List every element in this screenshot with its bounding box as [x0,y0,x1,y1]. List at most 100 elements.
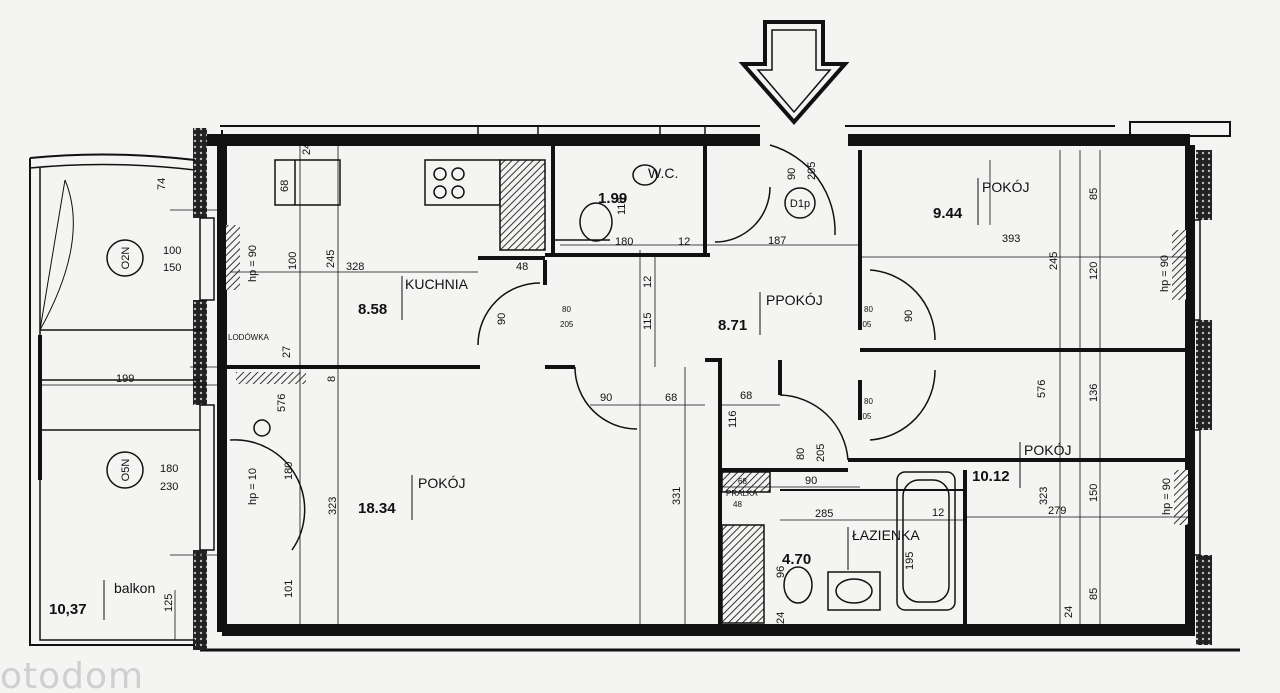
dimension-label: 24 [1063,606,1075,618]
dimension-label: hp = 10 [247,468,259,505]
dimension-label: 115 [642,312,654,330]
dimension-label: 205 [815,444,827,462]
wall-segment [1196,150,1212,220]
kitchen-fixtures [274,159,546,251]
room-name-wc: W.C. [648,165,678,181]
dimension-label: 90 [805,475,817,487]
room-name-pokoj-se: POKÓJ [1024,442,1071,458]
balcony [29,153,196,646]
dimension-label: 12 [932,507,944,519]
dimension-label: 180 [160,463,178,475]
dimension-label: 323 [1038,487,1050,505]
wall-segment [193,128,207,218]
dimension-label: 136 [1088,384,1100,402]
dimension-label: hp = 90 [1161,478,1173,515]
dimension-label: 90 [600,392,612,404]
room-area-pokoj-main: 18.34 [358,500,396,517]
radiator [1172,230,1186,300]
dimension-label: 68 [740,390,752,402]
fridge-label: LODÓWKA [228,333,270,342]
dimension-label: 12 [642,276,654,288]
dimension-label: 68 [665,392,677,404]
dimension-label: 180 [615,236,633,248]
wall-segment [1129,121,1231,137]
dimension-label: 116 [727,410,739,428]
dimension-label: 245 [325,250,337,268]
dimension-label: 328 [346,261,364,273]
dimension-label: hp = 90 [247,245,259,282]
door-swings [40,144,936,551]
dimension-label: 24 [301,143,313,155]
room-name-balkon: balkon [114,580,155,596]
dimension-label: 195 [904,552,916,570]
room-area-wc: 1.99 [598,190,627,207]
window-tag-o5n-label: O5N [120,459,132,482]
wall-segment [193,550,207,650]
dimension-label: 80 [562,305,571,314]
dimension-label: hp = 90 [1159,255,1171,292]
windows [199,125,1201,556]
room-area-kuchnia: 8.58 [358,301,387,318]
dimension-label: 85 [1088,188,1100,200]
dimension-label: 27 [281,346,293,358]
dimension-label: 150 [163,262,181,274]
room-area-przedpokoj: 8.71 [718,317,747,334]
watermark: otodom [0,656,144,693]
radiator [1174,470,1188,525]
door-tag-d1p-label: D1p [790,198,810,210]
dimension-label: 74 [156,178,168,190]
dimension-label: 85 [1088,588,1100,600]
window-tag-o2n [106,239,144,277]
dimension-label: 323 [327,497,339,515]
window-tag-o5n [106,451,144,489]
dimension-label: 48 [516,261,528,273]
dimension-label: 80 [864,305,873,314]
radiator [226,225,240,290]
dimension-label: 100 [163,245,181,257]
dimension-label: 90 [496,313,508,325]
dimension-label: 80 [795,448,807,460]
dimension-label: 245 [1048,252,1060,270]
dimension-label: 101 [283,580,295,598]
room-name-przedpokoj: PPOKÓJ [766,292,823,308]
room-area-pokoj-se: 10.12 [972,468,1010,485]
label-leaders [103,178,1021,620]
dimension-label: 180 [283,462,295,480]
bathroom-fixtures [721,471,956,624]
dimension-labels: 74 24 68 100 245 328 48 100 150 hp = 90 … [116,143,1173,624]
dimension-label: 118 [616,197,628,215]
dimension-label: 205 [858,412,872,421]
entrance-arrow-icon [738,20,850,126]
dimension-label: 68 [738,477,747,486]
dimension-label: 100 [287,252,299,270]
door-tag-d1p [784,187,816,219]
dimension-label: 120 [1088,262,1100,280]
dimension-label: 285 [815,508,833,520]
dimension-label: 230 [160,481,178,493]
pipe-icon [253,419,271,437]
room-area-pokoj-ne: 9.44 [933,205,963,222]
room-name-kuchnia: KUCHNIA [405,276,469,292]
dimension-label: 125 [163,594,175,612]
dimension-label: 90 [786,168,798,180]
dimension-label: 279 [1048,505,1066,517]
dimension-lines [40,140,1190,640]
wall-segment [193,300,207,405]
dimension-label: 576 [276,394,288,412]
dimension-label: 96 [775,566,787,578]
wall-segment [1196,555,1212,645]
room-name-pokoj-main: POKÓJ [418,475,465,491]
dimension-label: 187 [768,235,786,247]
dimension-label: 90 [903,310,915,322]
room-area-balkon: 10,37 [49,601,87,618]
wall-segment [1196,320,1212,430]
radiator [236,372,306,384]
dimension-label: 24 [775,612,787,624]
dimension-label: 331 [671,487,683,505]
dimension-label: 393 [1002,233,1020,245]
dimension-label: 12 [678,236,690,248]
window-tag-o2n-label: O2N [120,247,132,270]
dimension-label: 199 [116,373,134,385]
room-name-pokoj-ne: POKÓJ [982,179,1029,195]
internal-walls [222,140,1190,630]
